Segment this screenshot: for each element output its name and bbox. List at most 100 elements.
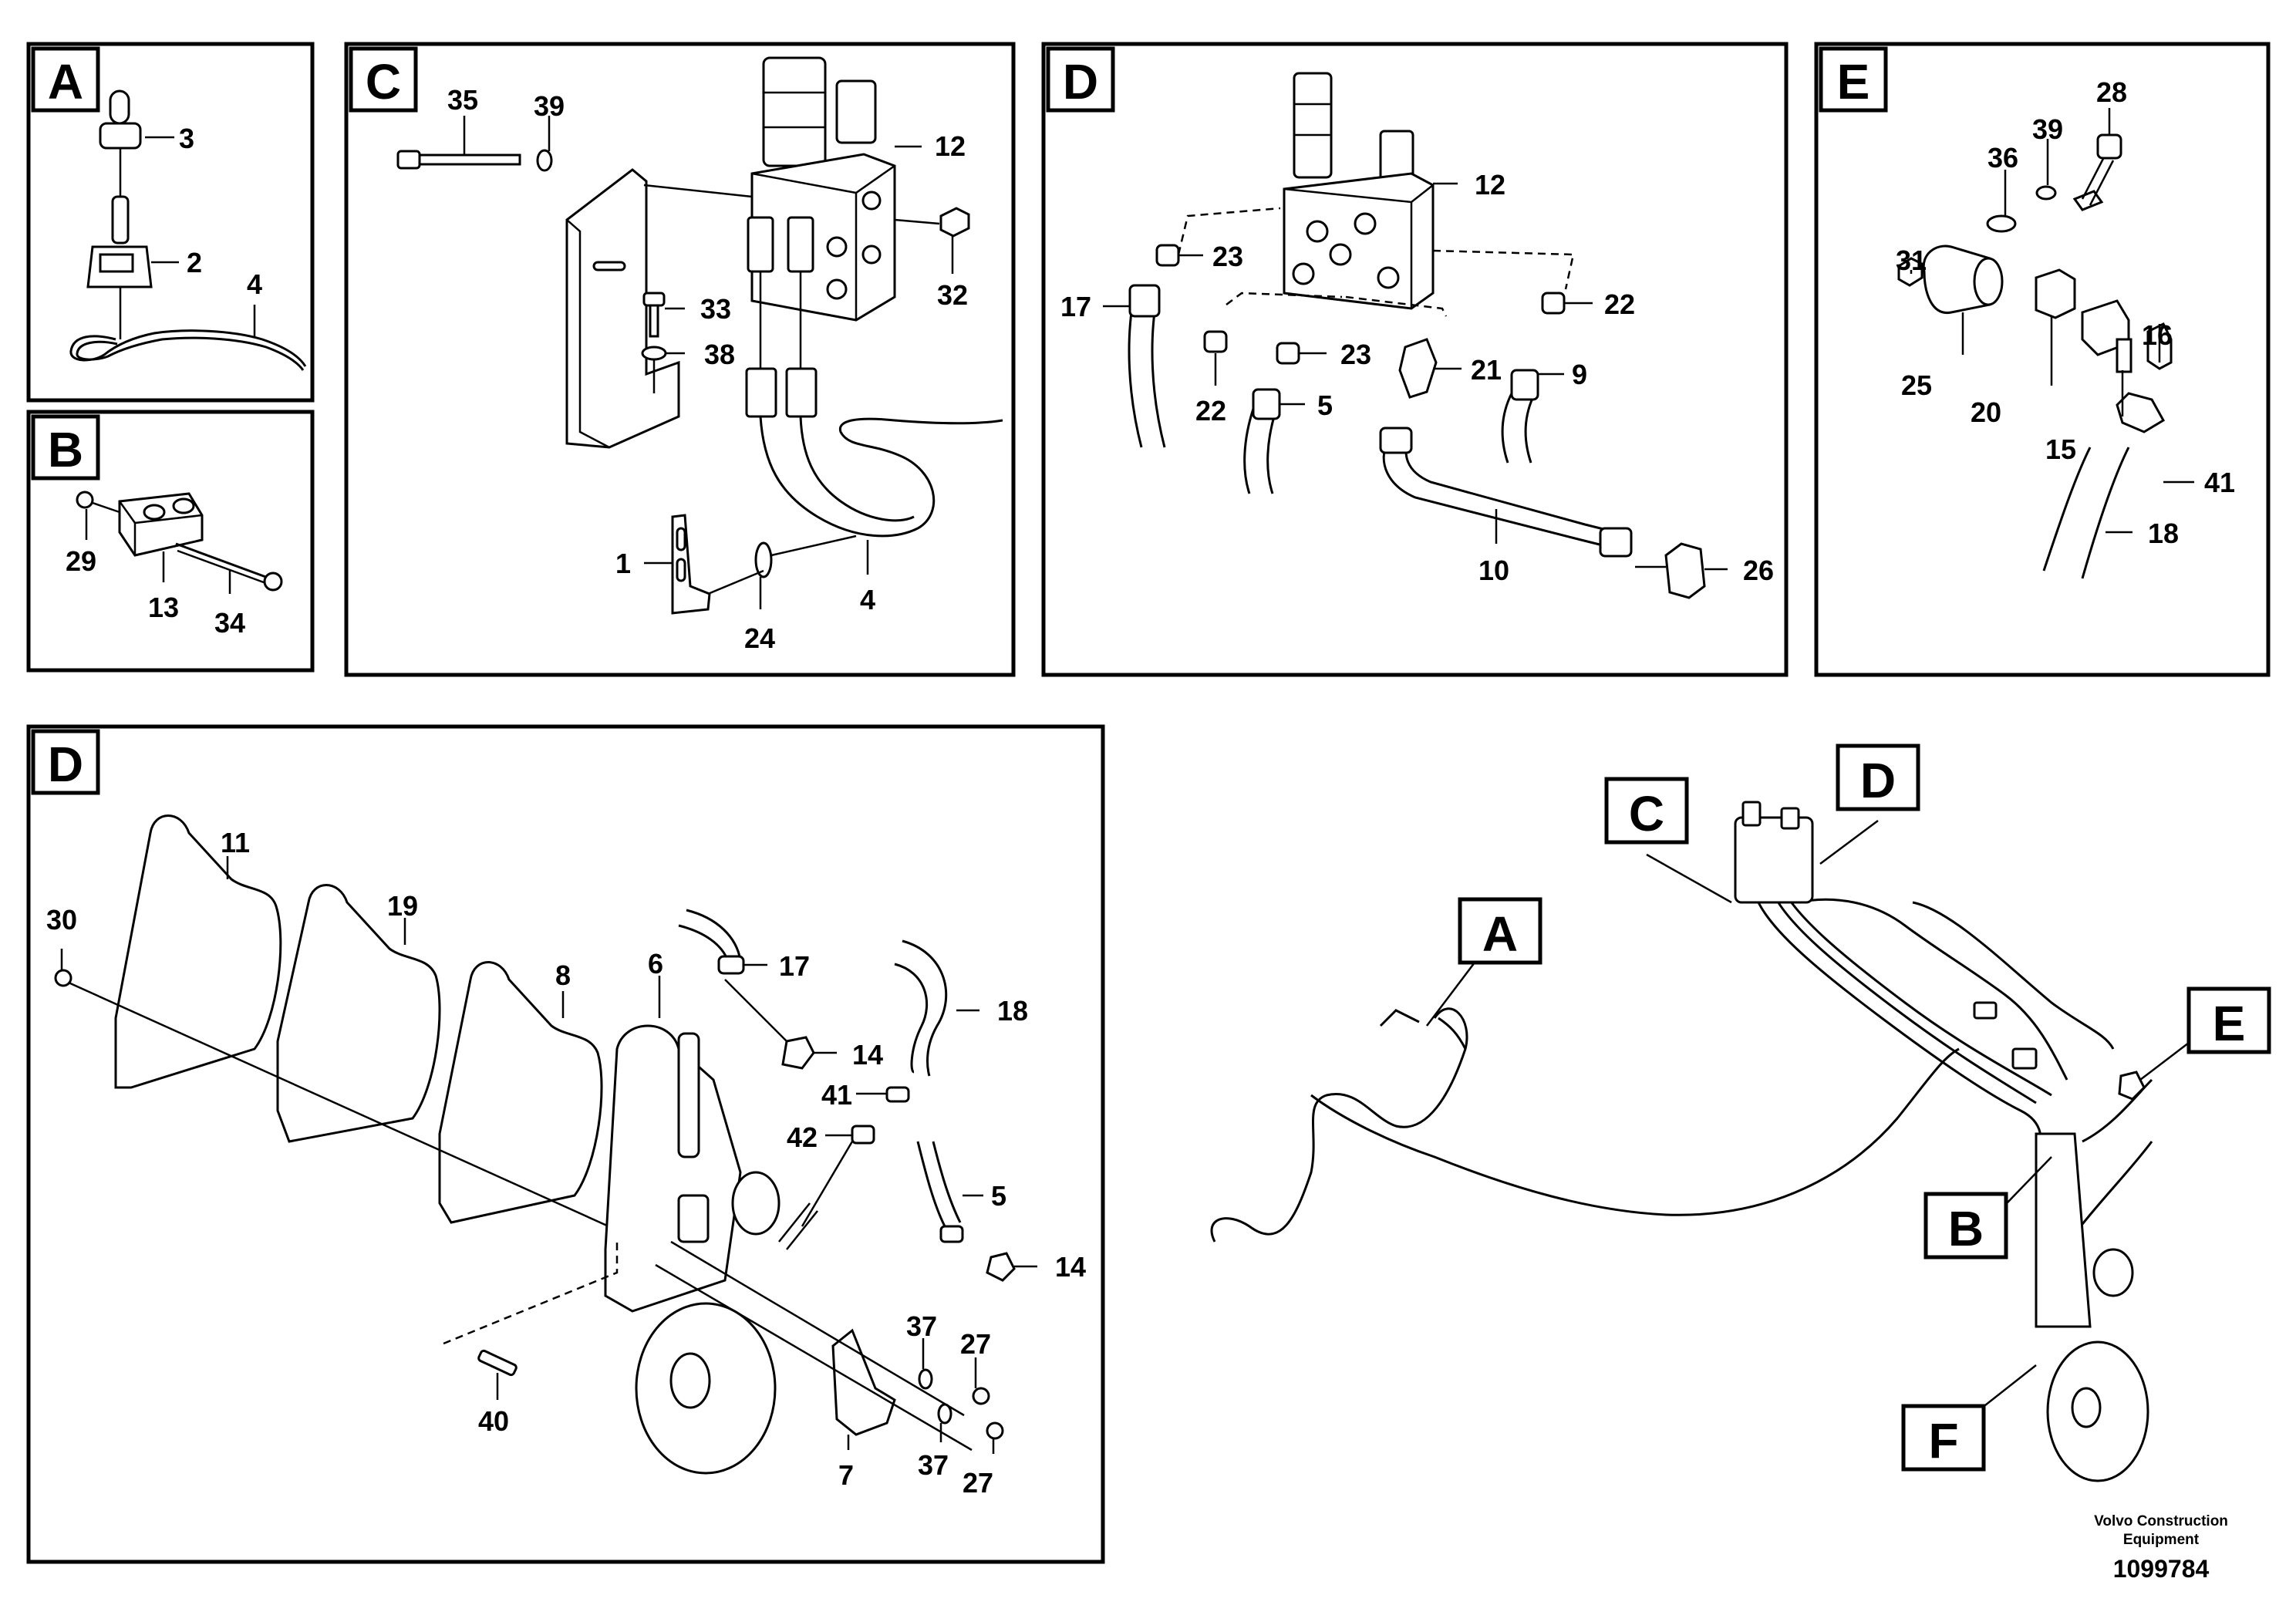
connectors-c-drawing <box>745 216 1003 538</box>
callout-db-37a: 37 <box>906 1310 937 1342</box>
callout-e-28: 28 <box>2096 76 2127 108</box>
callout-b-13: 13 <box>148 592 179 623</box>
panel-e: E 28 39 36 31 <box>1814 42 2271 677</box>
callout-d-21: 21 <box>1471 354 1502 386</box>
callout-e-36: 36 <box>1988 142 2018 174</box>
fittings-d-drawing <box>1128 207 1575 494</box>
bolt-c-drawing <box>396 149 553 172</box>
callout-db-41: 41 <box>821 1079 852 1111</box>
callout-a-4: 4 <box>247 268 262 300</box>
callout-db-11: 11 <box>221 827 250 858</box>
callout-db-17: 17 <box>779 950 810 982</box>
small-parts-c-drawing <box>641 207 970 615</box>
footer-company-line2: Equipment <box>2123 1532 2200 1548</box>
callout-d-26: 26 <box>1743 555 1774 586</box>
callout-e-31: 31 <box>1896 244 1927 276</box>
sensor-assembly-e-drawing <box>1897 133 2173 579</box>
panel-d-bottom-frame <box>26 724 1105 1564</box>
callout-d-22a: 22 <box>1604 288 1635 320</box>
panel-d-bottom-tag-box <box>31 729 100 795</box>
panel-b-frame <box>26 410 315 673</box>
cover-plates-drawing <box>61 814 695 1266</box>
callout-c-12: 12 <box>935 130 966 162</box>
overview-tag-c-box <box>1604 777 1689 845</box>
panel-b: B 29 13 34 <box>26 410 315 673</box>
panel-d-bottom: D <box>26 724 1105 1564</box>
panel-d-top-tag-box <box>1046 46 1115 113</box>
overview-tag-e-box <box>2186 986 2271 1054</box>
panel-e-tag: E <box>1837 54 1870 110</box>
panel-a-callouts: 3 2 4 <box>145 123 262 337</box>
callout-db-5: 5 <box>991 1180 1006 1212</box>
callout-e-16: 16 <box>2142 319 2173 351</box>
callout-e-15: 15 <box>2045 433 2076 465</box>
callout-db-37b: 37 <box>918 1449 949 1481</box>
callout-c-32: 32 <box>937 279 968 311</box>
callout-b-34: 34 <box>214 607 245 639</box>
panel-a: A 3 2 4 <box>26 42 315 403</box>
panel-a-tag-box <box>31 46 100 113</box>
panel-d-bottom-callouts: 11 19 8 6 30 17 18 14 41 42 5 14 37 <box>46 827 1086 1499</box>
panel-d-bottom-tag: D <box>48 737 83 792</box>
overview-tag-a: A <box>1482 906 1518 962</box>
panel-d-top-tag: D <box>1063 54 1098 110</box>
callout-db-14a: 14 <box>852 1039 883 1071</box>
panel-a-frame <box>26 42 315 403</box>
callout-d-9: 9 <box>1572 359 1587 390</box>
panel-c-tag-box <box>349 46 418 113</box>
overview-tag-a-box <box>1458 897 1542 965</box>
callout-db-19: 19 <box>387 890 418 922</box>
panel-d-top-frame <box>1041 42 1789 677</box>
toggle-switch-drawing <box>69 89 307 371</box>
callout-c-24: 24 <box>744 622 775 654</box>
callout-e-41: 41 <box>2204 467 2235 498</box>
hose-10-drawing <box>1379 427 1706 599</box>
panel-a-tag: A <box>48 54 83 110</box>
callout-d-5: 5 <box>1317 389 1333 421</box>
callout-c-1: 1 <box>615 548 631 579</box>
panel-c: C <box>344 42 1016 677</box>
panel-c-tag: C <box>366 54 401 110</box>
footer-company: Volvo Construction <box>2094 1513 2228 1529</box>
panel-e-tag-box <box>1819 46 1888 113</box>
overview-tag-e: E <box>2213 996 2246 1051</box>
panel-b-tag: B <box>48 422 83 477</box>
overview-tag-b: B <box>1948 1201 1984 1256</box>
callout-db-27b: 27 <box>963 1467 993 1499</box>
bracket-6-drawing <box>54 969 1004 1475</box>
callout-db-42: 42 <box>787 1121 818 1153</box>
callout-db-27a: 27 <box>960 1328 991 1360</box>
overview-harness-drawing <box>1210 801 2153 1482</box>
valve-block-c-drawing <box>750 56 896 322</box>
overview-tag-c: C <box>1629 786 1664 841</box>
callout-db-8: 8 <box>555 959 571 991</box>
panel-e-frame <box>1814 42 2271 677</box>
overview-tag-f-box <box>1901 1404 1986 1472</box>
panel-b-tag-box <box>31 414 100 481</box>
overview-tag-b-box <box>1923 1192 2008 1259</box>
callout-a-2: 2 <box>187 247 202 278</box>
callout-db-18: 18 <box>997 995 1028 1027</box>
callout-e-20: 20 <box>1971 396 2001 428</box>
callout-d-22b: 22 <box>1195 395 1226 427</box>
panel-b-callouts: 29 13 34 <box>66 509 245 639</box>
callout-d-10: 10 <box>1478 555 1509 586</box>
callout-c-39: 39 <box>534 90 565 122</box>
footer-drawing-number: 1099784 <box>2113 1555 2210 1583</box>
clamp-block-drawing <box>76 491 283 592</box>
panel-c-callouts: 35 39 12 32 33 38 1 24 4 <box>447 84 968 654</box>
callout-d-12: 12 <box>1475 169 1505 201</box>
valve-block-d-drawing <box>1283 72 1435 310</box>
callout-d-23b: 23 <box>1340 339 1371 370</box>
callout-db-30: 30 <box>46 904 77 936</box>
callout-c-38: 38 <box>704 339 735 370</box>
callout-db-6: 6 <box>648 948 663 980</box>
callout-e-18: 18 <box>2148 518 2179 549</box>
overview-tag-f: F <box>1928 1413 1958 1469</box>
callout-db-40: 40 <box>478 1405 509 1437</box>
footer: Volvo Construction Equipment 1099784 <box>2094 1513 2228 1583</box>
callout-e-39: 39 <box>2032 113 2063 145</box>
callout-db-7: 7 <box>838 1459 854 1491</box>
bracket-c-drawing <box>565 168 753 449</box>
